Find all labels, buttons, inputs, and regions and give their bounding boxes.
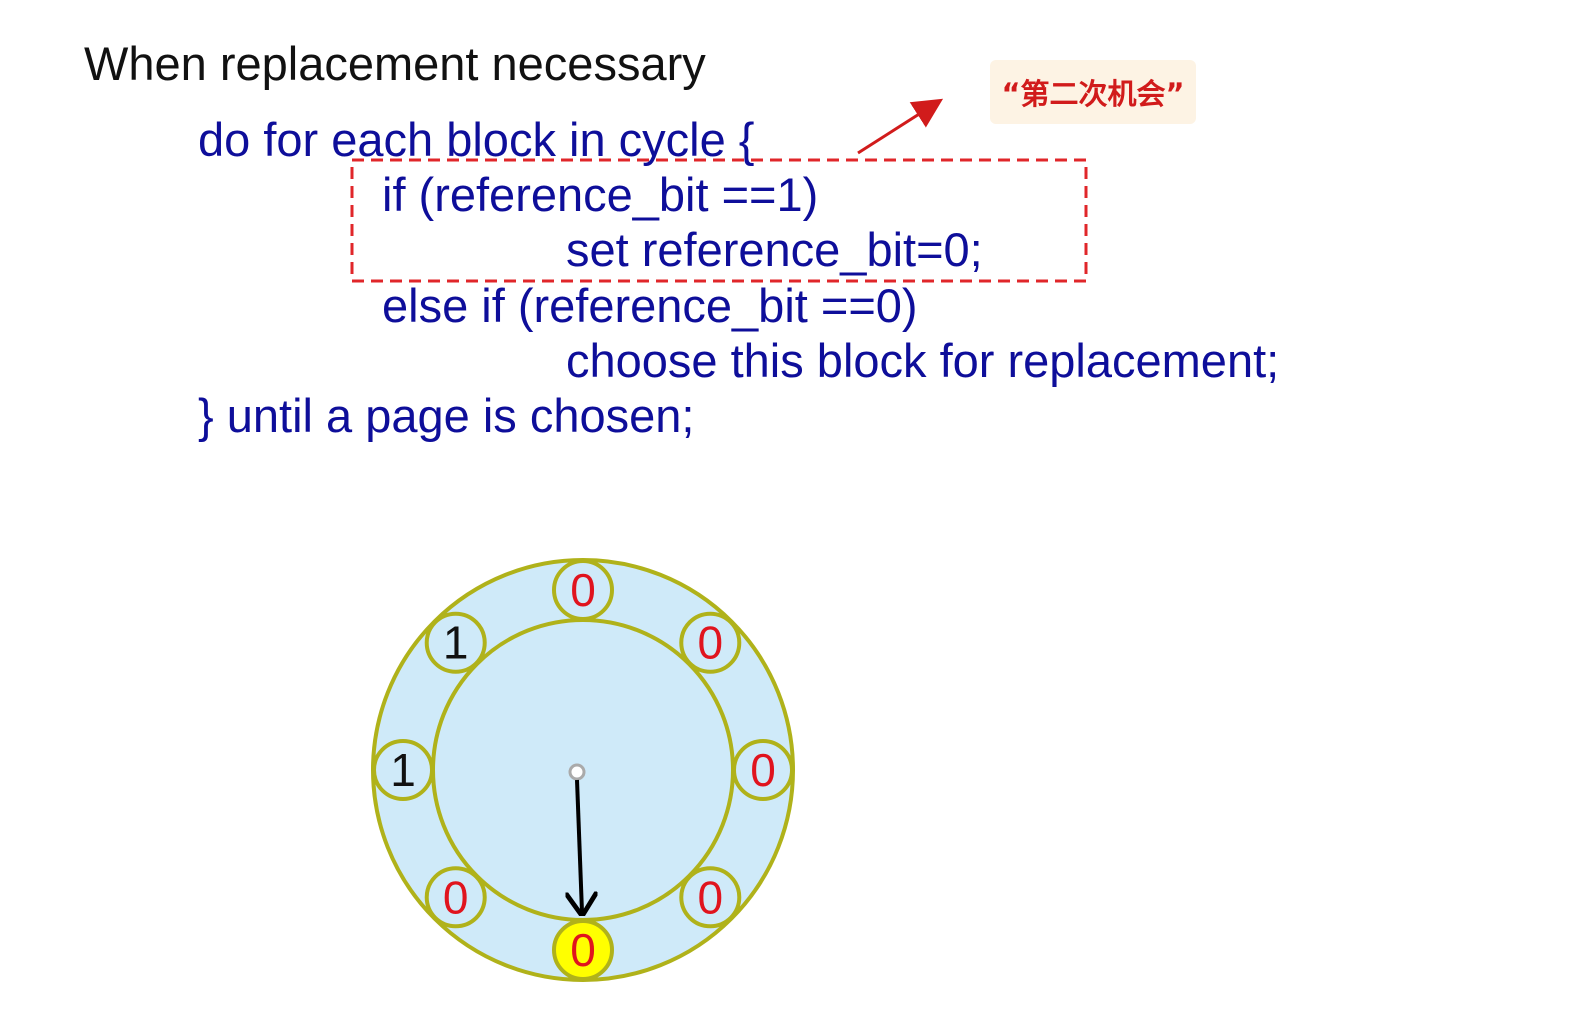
clock-hand-pivot [568, 763, 586, 781]
clock-slot: 0 [552, 559, 614, 621]
code-line-choose-block: choose this block for replacement; [566, 334, 1280, 387]
clock-slot: 0 [679, 611, 742, 674]
second-chance-callout: “第二次机会” [990, 60, 1196, 124]
clock-slot-circle [552, 559, 614, 621]
code-line-if-ref-one: if (reference_bit ==1) [382, 168, 819, 221]
clock-slot-bit: 0 [443, 871, 469, 923]
clock-slot-bit: 0 [697, 617, 723, 669]
clock-slot: 0 [679, 866, 742, 929]
clock-slot: 0 [732, 739, 794, 801]
clock-slot-bit: 0 [570, 924, 596, 976]
clock-slot-circle [424, 611, 487, 674]
clock-slot-bit: 0 [697, 871, 723, 923]
clock-slot: 1 [372, 739, 434, 801]
clock-slot-bit: 0 [750, 744, 776, 796]
code-line-set-ref-zero: set reference_bit=0; [566, 223, 983, 276]
heading: When replacement necessary [84, 37, 706, 90]
clock-slot-circle [679, 611, 742, 674]
clock-slot: 1 [424, 611, 487, 674]
code-line-else-if: else if (reference_bit ==0) [382, 279, 918, 332]
clock-slot-circle [424, 866, 487, 929]
clock-slot: 0 [424, 866, 487, 929]
clock-slot-bit: 1 [390, 744, 416, 796]
clock-diagram: 0 0 0 0 0 0 1 1 [371, 558, 795, 982]
clock-slot-circle [552, 919, 614, 981]
callout-arrow [857, 98, 944, 155]
code-line-loop-end: } until a page is chosen; [198, 389, 695, 442]
clock-slot-bit: 0 [570, 564, 596, 616]
clock-slot-circle [372, 739, 434, 801]
clock-slot: 0 [552, 919, 614, 981]
clock-hand-arrow [577, 779, 582, 912]
clock-slot-circle [679, 866, 742, 929]
clock-slot-bit: 1 [443, 617, 469, 669]
highlight-box [350, 158, 1088, 283]
clock-slot-circle [732, 739, 794, 801]
code-line-loop-start: do for each block in cycle { [198, 113, 755, 166]
